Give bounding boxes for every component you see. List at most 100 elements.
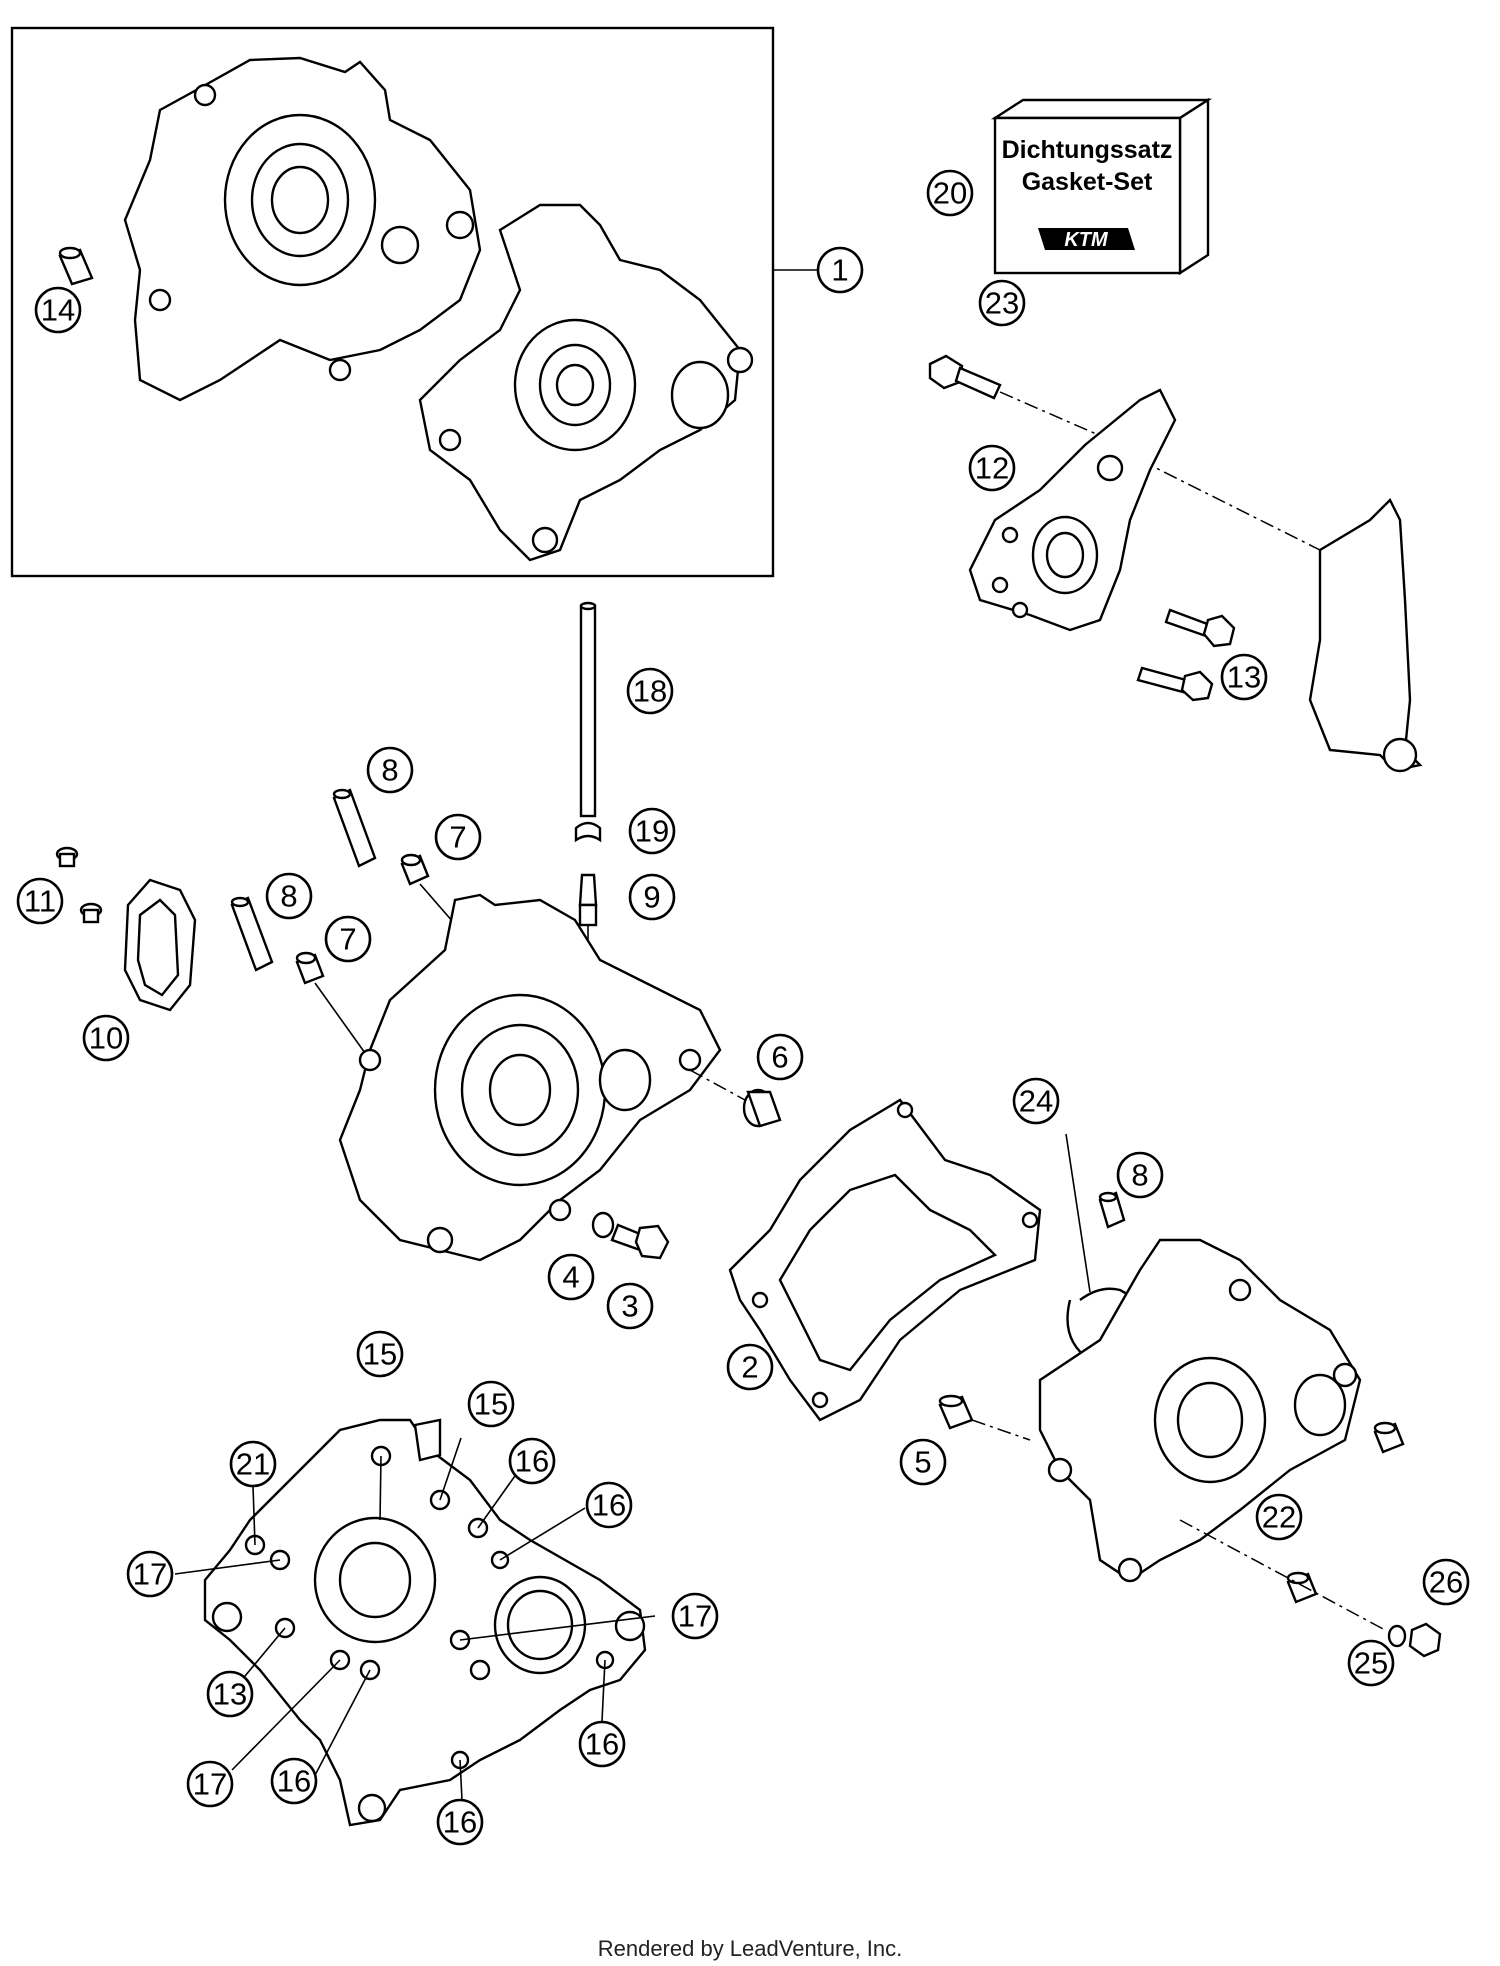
callout-25: 25 (1347, 1639, 1395, 1687)
callout-16-c: 16 (578, 1720, 626, 1768)
frame-protector (1308, 497, 1423, 773)
screw-11-a (55, 846, 79, 868)
bolts-13 (1136, 608, 1236, 702)
screw-11-b (79, 902, 103, 924)
fitting-9 (578, 873, 598, 927)
svg-text:7: 7 (449, 820, 466, 855)
callout-12: 12 (968, 444, 1016, 492)
svg-text:KTM: KTM (1064, 229, 1109, 251)
bolt-23 (928, 354, 1002, 400)
svg-text:1: 1 (831, 253, 848, 288)
crankcase-cover (203, 1418, 647, 1827)
svg-text:11: 11 (24, 884, 56, 919)
callout-7-upper: 7 (434, 813, 482, 861)
callout-16-d: 16 (270, 1757, 318, 1805)
crankcase-half-right (1038, 1238, 1362, 1583)
callout-23: 23 (978, 279, 1026, 327)
callout-15-top: 15 (356, 1330, 404, 1378)
callout-16-e: 16 (436, 1798, 484, 1846)
callout-16-b: 16 (585, 1481, 633, 1529)
washer-4 (591, 1211, 615, 1239)
callout-4: 4 (547, 1253, 595, 1301)
leader-lines (174, 1437, 656, 1801)
callout-11: 11 (16, 877, 64, 925)
svg-text:14: 14 (41, 293, 75, 328)
svg-text:17: 17 (133, 1557, 167, 1592)
svg-text:21: 21 (236, 1447, 270, 1482)
callout-8-lower: 8 (265, 872, 313, 920)
svg-text:9: 9 (643, 880, 660, 915)
callout-17-right: 17 (671, 1592, 719, 1640)
callout-2: 2 (726, 1343, 774, 1391)
callout-20: 20 (926, 169, 974, 217)
crankcase-half-center (338, 893, 722, 1262)
crankcase-assembly-box (10, 26, 775, 578)
svg-text:6: 6 (771, 1040, 788, 1075)
gasket-box-line2: Gasket-Set (1022, 168, 1153, 196)
dowel-pin-14 (58, 246, 94, 286)
callout-15-mid: 15 (467, 1380, 515, 1428)
svg-text:22: 22 (1262, 1500, 1296, 1535)
callout-13-right: 13 (1220, 653, 1268, 701)
svg-text:3: 3 (621, 1289, 638, 1324)
svg-text:25: 25 (1354, 1646, 1388, 1681)
dowel-8-lower (230, 896, 274, 972)
callout-16-a: 16 (508, 1437, 556, 1485)
plug-3 (610, 1223, 670, 1260)
svg-text:16: 16 (592, 1488, 626, 1523)
svg-text:15: 15 (474, 1387, 508, 1422)
svg-text:20: 20 (933, 176, 967, 211)
callout-26: 26 (1422, 1558, 1470, 1606)
dowel-8-upper (332, 788, 377, 868)
callout-17-bottom: 17 (186, 1760, 234, 1808)
gasket-set-box: Dichtungssatz Gasket-Set KTM (990, 97, 1213, 276)
svg-text:12: 12 (975, 451, 1009, 486)
callout-10: 10 (82, 1014, 130, 1062)
callout-21: 21 (229, 1440, 277, 1488)
callout-1: 1 (816, 246, 864, 294)
svg-text:19: 19 (635, 814, 669, 849)
svg-text:16: 16 (585, 1727, 619, 1762)
svg-text:8: 8 (381, 753, 398, 788)
callout-17-left: 17 (126, 1550, 174, 1598)
svg-text:16: 16 (515, 1444, 549, 1479)
ktm-logo: KTM (1038, 228, 1135, 251)
svg-text:18: 18 (633, 674, 667, 709)
callout-22: 22 (1255, 1493, 1303, 1541)
callout-7-lower: 7 (324, 915, 372, 963)
bushing-5 (938, 1394, 974, 1430)
svg-text:4: 4 (562, 1260, 579, 1295)
svg-text:5: 5 (914, 1445, 931, 1480)
svg-text:17: 17 (678, 1599, 712, 1634)
svg-text:8: 8 (1131, 1158, 1148, 1193)
callout-18: 18 (626, 667, 674, 715)
svg-text:17: 17 (193, 1767, 227, 1802)
crankcase-half-right-box (418, 203, 754, 562)
callout-8-upper: 8 (366, 746, 414, 794)
rendered-by-footer: Rendered by LeadVenture, Inc. (597, 1936, 903, 1961)
svg-text:13: 13 (1227, 660, 1261, 695)
callout-19: 19 (628, 807, 676, 855)
bushing-7-lower (295, 951, 325, 985)
dowel-22-upper (1373, 1421, 1405, 1454)
rod-18 (579, 601, 597, 818)
svg-text:13: 13 (213, 1677, 247, 1712)
svg-text:24: 24 (1019, 1084, 1053, 1119)
crankcase-half-left-box (123, 56, 482, 402)
gasket-2 (728, 1098, 1042, 1422)
gasket-10 (123, 878, 197, 1012)
callout-5: 5 (899, 1438, 947, 1486)
dowel-22-lower (1286, 1571, 1318, 1604)
bushing-7-upper (400, 853, 430, 886)
svg-text:26: 26 (1429, 1565, 1463, 1600)
gasket-box-line1: Dichtungssatz (1002, 136, 1173, 164)
callout-13-cover: 13 (206, 1670, 254, 1718)
svg-text:10: 10 (89, 1021, 123, 1056)
callout-6: 6 (756, 1033, 804, 1081)
svg-text:15: 15 (363, 1337, 397, 1372)
bearing-6 (742, 1088, 782, 1128)
callout-24: 24 (1012, 1077, 1060, 1125)
svg-text:23: 23 (985, 286, 1019, 321)
svg-text:16: 16 (443, 1805, 477, 1840)
